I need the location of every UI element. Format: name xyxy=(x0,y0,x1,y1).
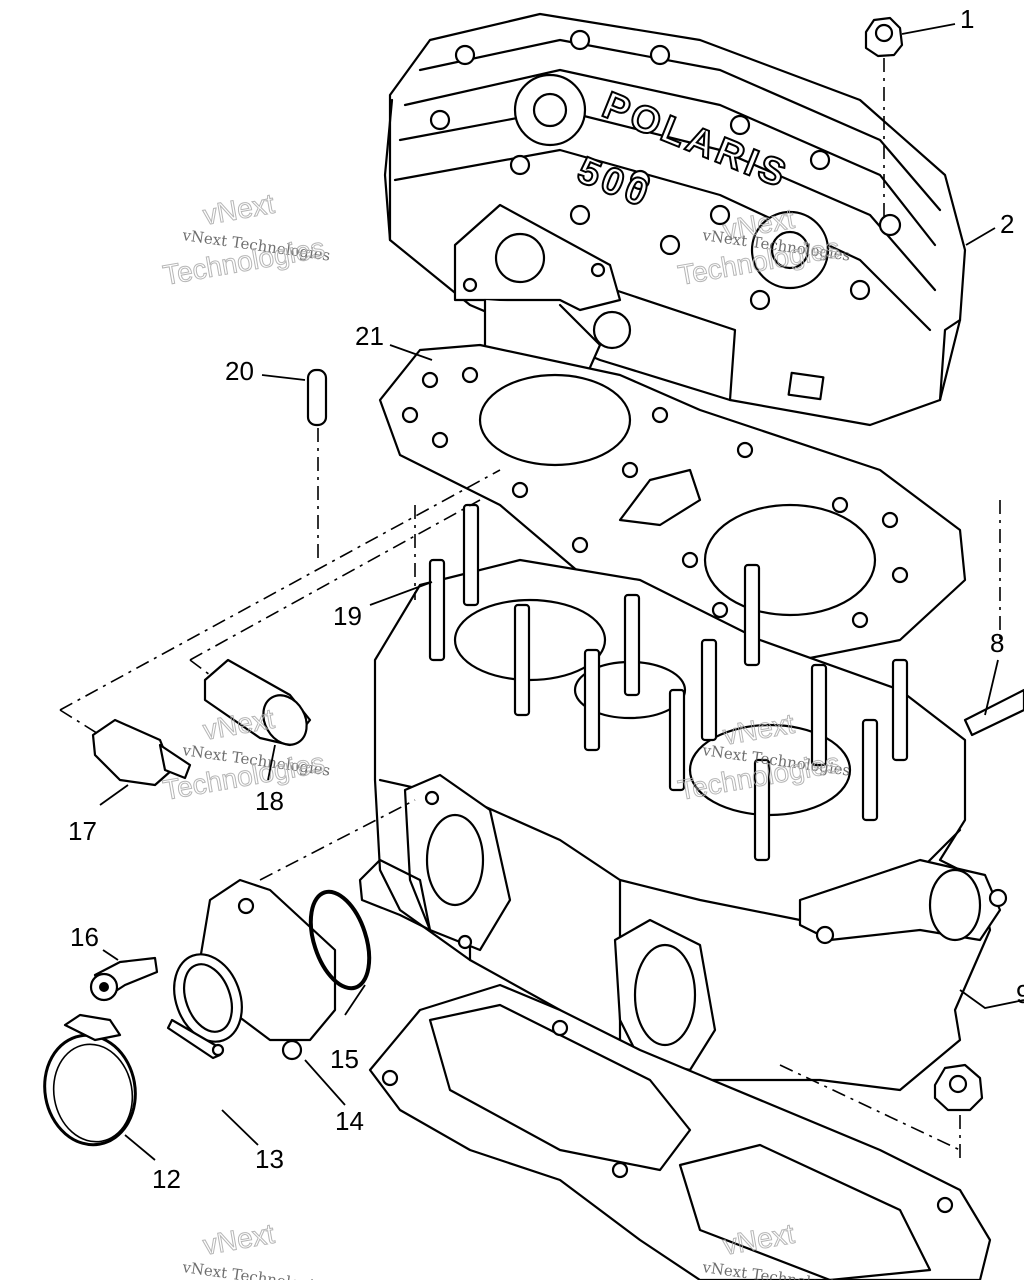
callout-21: 21 xyxy=(355,321,384,351)
allen-bolt xyxy=(89,956,159,1002)
water-outlet-elbow xyxy=(173,799,416,1061)
temperature-plug xyxy=(203,658,312,747)
head-gasket xyxy=(378,343,967,662)
svg-text:vNext Technologies: vNext Technologies xyxy=(180,1258,331,1280)
cylinder-studs xyxy=(428,503,909,862)
callout-17: 17 xyxy=(68,816,97,846)
svg-text:vNext: vNext xyxy=(201,1218,277,1261)
callout-14: 14 xyxy=(335,1106,364,1136)
stud-8 xyxy=(963,688,1024,737)
callout-2: 2 xyxy=(1000,209,1014,239)
cover-nut xyxy=(864,16,904,218)
callout-8: 8 xyxy=(990,628,1004,658)
temperature-sensor xyxy=(91,718,192,787)
nut-10 xyxy=(933,1063,984,1112)
watermark-5: vNext vNext Technologies xyxy=(180,1217,331,1280)
base-gasket xyxy=(368,983,992,1280)
callout-12: 12 xyxy=(152,1164,181,1194)
callout-13: 13 xyxy=(255,1144,284,1174)
watermark-1: vNext vNext Technologies Technologies xyxy=(160,187,331,291)
svg-text:vNext: vNext xyxy=(201,188,277,231)
callout-16: 16 xyxy=(70,922,99,952)
callout-19: 19 xyxy=(333,601,362,631)
callout-15: 15 xyxy=(330,1044,359,1074)
callout-1: 1 xyxy=(960,4,974,34)
o-ring xyxy=(308,889,372,991)
callout-20: 20 xyxy=(225,356,254,386)
callout-9: 9 xyxy=(1016,979,1024,1009)
cylinder-block xyxy=(358,503,1024,1092)
callouts: 1 2 8 9 12 13 14 15 16 17 18 19 20 21 xyxy=(68,4,1024,1194)
hose-clamp xyxy=(43,1013,137,1147)
clamp-screw xyxy=(166,1018,225,1060)
dowel-pin xyxy=(306,368,328,560)
callout-18: 18 xyxy=(255,786,284,816)
